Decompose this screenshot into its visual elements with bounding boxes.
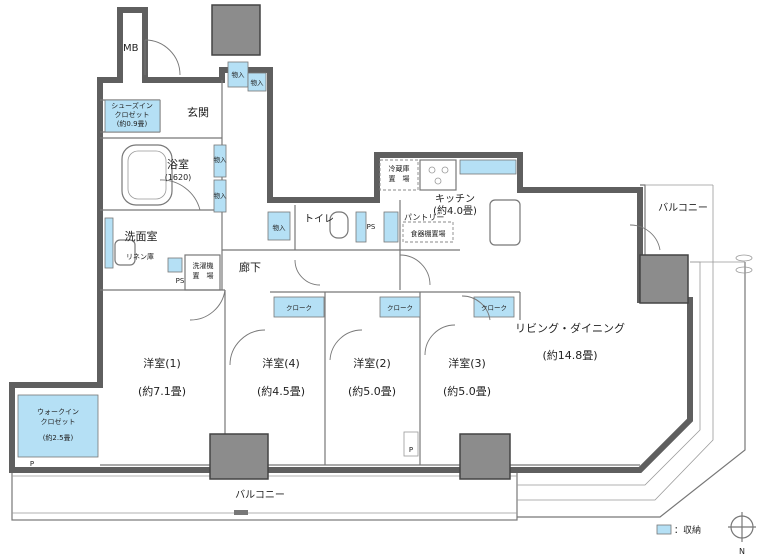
legend-label: ：収納 [674,524,701,536]
label-corridor: 廊下 [239,260,261,274]
toilet-bowl [329,211,349,239]
label-walkin-3: (約2.5畳) [43,433,74,442]
label-pantry: パントリー [404,213,444,222]
label-balcony-right: バルコニー [658,202,708,214]
label-balcony-bottom: バルコニー [235,489,285,501]
label-yoshitsu-1-size: (約7.1畳) [138,384,186,398]
stove [419,159,457,191]
legend: ：収納 [656,524,701,536]
label-yoshitsu-2: 洋室(2) [353,356,391,370]
label-living: リビング・ダイニング [515,321,625,335]
label-linen: リネン庫 [126,252,154,261]
label-yoshitsu-3-size: (約5.0畳) [443,384,491,398]
label-yoshitsu-1: 洋室(1) [143,356,181,370]
label-fridge-1: 冷蔵庫 [389,164,410,173]
label-shoes-closet-2: クロゼット [115,110,150,119]
label-genkan: 玄関 [187,105,209,119]
label-walkin-2: クロゼット [41,417,76,426]
label-cloak-3: クローク [481,304,507,312]
pillar-balcony [639,254,689,304]
label-walkin-1: ウォークイン [37,408,79,416]
label-kitchen: キッチン [435,193,475,205]
kitchen-sink [489,199,521,246]
label-dish-shelf: 食器棚置場 [411,229,446,238]
label-yoshitsu-2-size: (約5.0畳) [348,384,396,398]
north-arrow-icon: N [728,512,756,556]
legend-swatch [656,524,672,535]
label-mono-2: 物入 [251,78,265,87]
label-kitchen-size: (約4.0畳) [433,204,477,217]
label-washer-2: 置 場 [193,271,214,280]
label-bath-size: (1620) [165,173,192,182]
walkin-closet [17,394,99,458]
label-cloak-1: クローク [286,304,312,312]
wash-basin [114,239,136,266]
exterior-wall [9,7,693,473]
label-washer-1: 洗濯機 [193,261,214,270]
cloak-3 [473,296,515,318]
label-p-2: P [409,446,413,454]
label-yoshitsu-3: 洋室(3) [448,356,486,370]
label-mono-5: 物入 [273,223,287,232]
cloak-2 [379,296,421,318]
shoes-closet [104,99,161,133]
label-mono-4: 物入 [214,191,228,200]
label-ps-1: PS [367,223,376,231]
label-fridge-2: 置 場 [389,174,410,183]
bathtub [121,144,173,206]
storage-areas [17,61,517,458]
pillar-left [209,433,269,480]
label-yoshitsu-4: 洋室(4) [262,356,300,370]
label-shoes-closet-1: シューズイン [111,101,153,110]
cloak-4 [273,296,325,318]
doors [144,39,661,366]
label-yoshitsu-4-size: (約4.5畳) [257,384,305,398]
label-mb: MB [123,43,139,54]
label-ps-3: PS [176,277,185,285]
label-p-1: P [30,460,34,468]
label-bath: 浴室 [167,157,189,171]
pillar-right [459,433,511,480]
fixtures [114,144,521,457]
label-shoes-closet-3: (約0.9畳) [117,119,148,128]
label-washroom: 洗面室 [125,229,158,243]
label-living-size: (約14.8畳) [542,348,597,362]
label-mono-3: 物入 [214,155,228,164]
label-cloak-2: クローク [387,304,413,312]
north-label: N [739,547,745,556]
label-toilet: トイレ [304,214,334,225]
duct-top [211,4,261,56]
label-mono-1: 物入 [232,70,246,79]
